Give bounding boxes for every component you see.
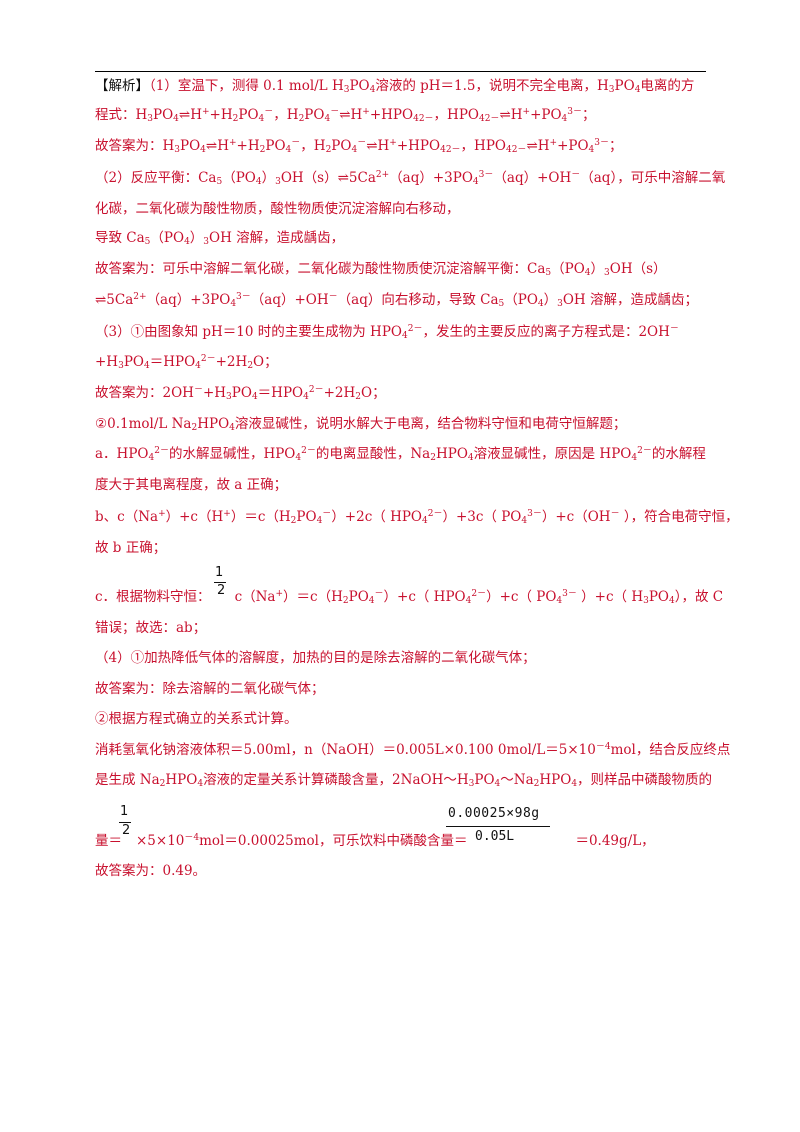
line-16: 故 b 正确； <box>95 540 167 556</box>
line-6: 导致 Ca5（PO4）3OH 溶解，造成龋齿， <box>95 230 345 247</box>
top-rule <box>95 71 706 72</box>
line-21: ②根据方程式确立的关系式计算。 <box>95 711 298 727</box>
line-22: 消耗氢氧化钠溶液体积＝5.00ml，n（NaOH）＝0.005L×0.100 0… <box>95 742 731 758</box>
fraction-half-2-denominator: 2 <box>122 823 131 838</box>
analysis-label: 【解析】 <box>95 78 149 94</box>
line-13: a．HPO42－的水解显碱性，HPO42－的电离显酸性，Na2HPO4溶液显碱性… <box>95 446 706 463</box>
fraction-content-denominator: 0.05L <box>475 829 515 844</box>
fraction-content-numerator: 0.00025×98g <box>448 806 540 821</box>
line-20: 故答案为：除去溶解的二氧化碳气体； <box>95 681 325 697</box>
line-25: 故答案为：0.49。 <box>95 863 207 879</box>
line-3: 故答案为：H3PO4⇌H++H2PO4－，H2PO4－⇌H++HPO42－，HP… <box>95 138 623 155</box>
line-23: 是生成 Na2HPO4溶液的定量关系计算磷酸含量，2NaOH～H3PO4～Na2… <box>95 772 713 789</box>
line-2: 程式：H3PO4⇌H++H2PO4－，H2PO4－⇌H++HPO42－，HPO4… <box>95 107 596 124</box>
line-10: +H3PO4＝HPO42－+2H2O； <box>95 354 278 371</box>
line-12: ②0.1mol/L Na2HPO4溶液显碱性，说明水解大于电离，结合物料守恒和电… <box>95 416 627 433</box>
line-1: 【解析】（1）室温下，测得 0.1 mol/L H3PO4溶液的 pH＝1.5，… <box>95 78 695 95</box>
fraction-half-2-bar <box>119 822 131 823</box>
line-4: （2）反应平衡：Ca5（PO4）3OH（s）⇌5Ca2+（aq）+3PO43－（… <box>95 170 726 187</box>
fraction-half-numerator: 1 <box>215 565 224 580</box>
line-17: c．根据物料守恒：c（Na+）＝c（H2PO4－）+c（ HPO42－）+c（ … <box>95 589 724 606</box>
line-15: b、c（Na+）+c（H+）＝c（H2PO4－）+2c（ HPO42－）+3c（… <box>95 509 739 526</box>
line-19: （4）①加热降低气体的溶解度，加热的目的是除去溶解的二氧化碳气体； <box>95 650 536 666</box>
line-9: （3）①由图象知 pH＝10 时的主要生成物为 HPO42－，发生的主要反应的离… <box>95 324 679 341</box>
line-24: 量＝×5×10－4mol＝0.00025mol，可乐饮料中磷酸含量＝＝0.49g… <box>95 833 655 849</box>
line-7: 故答案为：可乐中溶解二氧化碳，二氧化碳为酸性物质使沉淀溶解平衡：Ca5（PO4）… <box>95 261 667 278</box>
line-14: 度大于其电离程度，故 a 正确； <box>95 477 288 493</box>
fraction-half-bar <box>214 582 226 583</box>
fraction-content-bar <box>446 826 550 827</box>
fraction-half-2-numerator: 1 <box>120 804 129 819</box>
line-5: 化碳，二氧化碳为酸性物质，酸性物质使沉淀溶解向右移动， <box>95 201 460 217</box>
line-8: ⇌5Ca2+（aq）+3PO43－（aq）+OH－（aq）向右移动，导致 Ca5… <box>95 292 698 309</box>
line-18: 错误；故选：ab； <box>95 620 207 636</box>
line-11: 故答案为：2OH－+H3PO4＝HPO42－+2H2O； <box>95 385 386 402</box>
fraction-half-denominator: 2 <box>217 583 226 598</box>
